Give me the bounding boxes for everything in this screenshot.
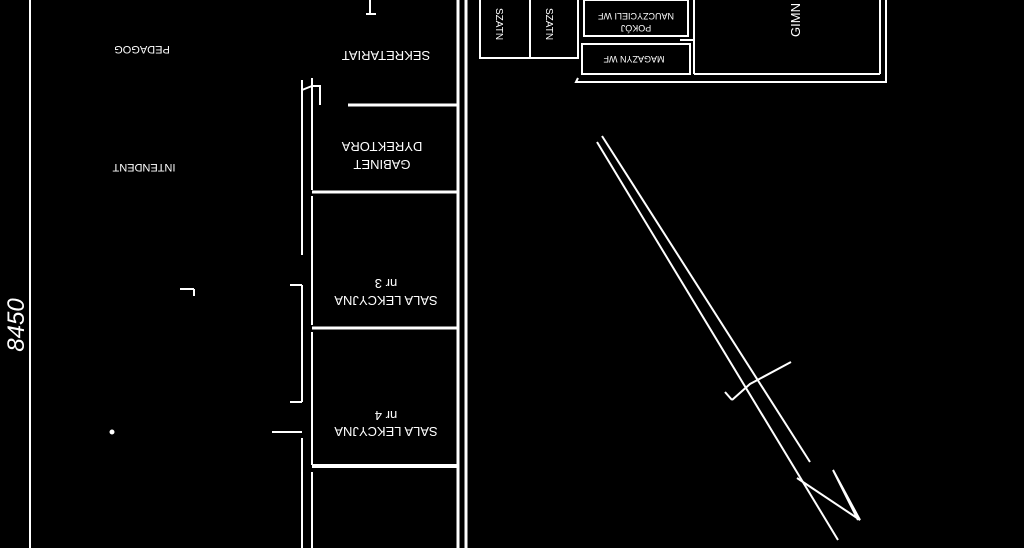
dot-mark: [109, 429, 115, 435]
room-label-nauczycieli-wf: NAUCZYCIELI WF: [598, 11, 675, 21]
room-label-intendent: INTENDENT: [112, 161, 175, 173]
dimension-label: 8450: [3, 298, 30, 352]
room-label-gimnazjum: GIMN: [788, 3, 803, 37]
room-label-sala3-nr: nr 3: [375, 276, 397, 291]
door-mark-1: [301, 85, 321, 105]
room-label-sala4: SALA LEKCYJNA: [334, 424, 438, 439]
room-label-sala3: SALA LEKCYJNA: [334, 293, 438, 308]
room-label-sala4-nr: nr 4: [375, 408, 397, 423]
room-label-szatnia-a: SZATN: [493, 8, 504, 40]
magazyn-box: [581, 43, 691, 75]
room-label-pedagog: PEDAGOG: [114, 43, 170, 55]
room-label-gabinet: GABINET: [353, 157, 410, 172]
right-block-outer: [574, 0, 887, 83]
north-arrow-bracket: [731, 361, 792, 401]
room-label-pokoj: POKÓJ: [621, 23, 652, 33]
room-label-szatnia-b: SZATN: [543, 8, 554, 40]
north-symbol: [796, 469, 861, 521]
room-label-magazyn-wf: MAGAZYN WF: [603, 54, 664, 64]
room-label-dyrektora: DYREKTORA: [341, 139, 422, 154]
north-arrow-bracket-2: [724, 391, 733, 401]
pokoj-box: [583, 0, 689, 37]
north-arrow-shaft-b: [601, 135, 811, 463]
north-arrow-shaft-a: [596, 141, 839, 541]
room-label-sekretariat: SEKRETARIAT: [342, 48, 430, 63]
